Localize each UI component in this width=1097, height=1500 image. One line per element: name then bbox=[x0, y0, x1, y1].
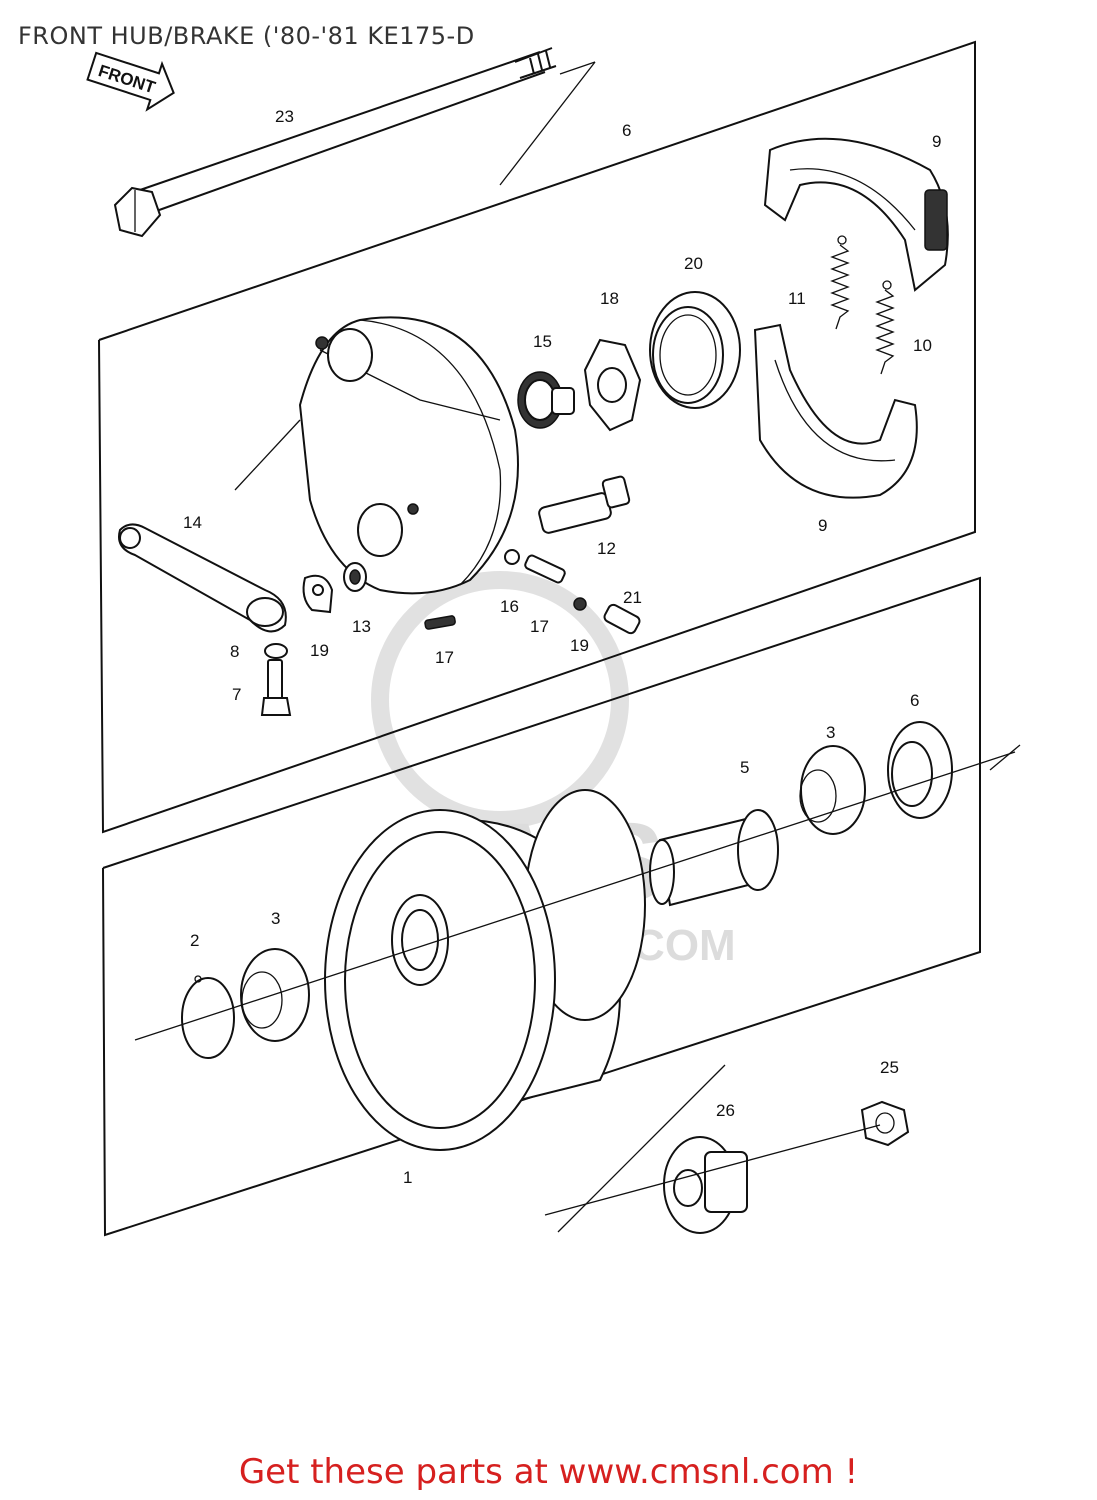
callout-20: 19 bbox=[310, 641, 329, 660]
front-arrow-icon: FRONT bbox=[86, 51, 175, 112]
callout-10: 10 bbox=[913, 336, 932, 355]
brake-shoe-upper bbox=[763, 137, 949, 292]
callout-labels: 23 6 9 20 18 11 15 10 9 14 12 21 16 13 1… bbox=[183, 107, 941, 1187]
brake-cam-12 bbox=[538, 475, 631, 534]
key-19 bbox=[424, 615, 456, 630]
nut-25 bbox=[860, 1100, 910, 1147]
spacer-4 bbox=[649, 809, 779, 907]
callout-5: 6 bbox=[910, 691, 919, 710]
oil-seal-5 bbox=[887, 721, 953, 819]
callout-2: 2 bbox=[190, 931, 199, 950]
page-title: FRONT HUB/BRAKE ('80-'81 KE175-D bbox=[18, 22, 475, 50]
callout-19: 17 bbox=[435, 648, 454, 667]
callout-11: 11 bbox=[788, 289, 806, 308]
axis-line bbox=[544, 1124, 881, 1216]
callout-3a: 3 bbox=[826, 723, 835, 742]
meter-pinion-group bbox=[504, 549, 641, 635]
seal-13 bbox=[343, 562, 367, 592]
washer-20 bbox=[302, 574, 334, 614]
callout-16: 17 bbox=[530, 617, 549, 636]
brake-shoe-lower bbox=[753, 323, 918, 499]
brake-panel-outline bbox=[98, 40, 976, 834]
bearing-3-left bbox=[240, 948, 310, 1042]
collar-26 bbox=[663, 1136, 748, 1234]
callout-1: 1 bbox=[403, 1168, 412, 1187]
hub bbox=[324, 789, 646, 1151]
callout-4: 5 bbox=[740, 758, 749, 777]
callout-24: 23 bbox=[275, 107, 294, 126]
callout-6: 6 bbox=[622, 121, 631, 140]
callout-12: 12 bbox=[597, 539, 616, 558]
meter-gear-15 bbox=[517, 371, 575, 429]
callout-3b: 3 bbox=[271, 909, 280, 928]
callout-22: 20 bbox=[684, 254, 703, 273]
axle bbox=[113, 47, 557, 238]
axis-line bbox=[134, 751, 1016, 1041]
callout-26: 26 bbox=[716, 1101, 735, 1120]
bolt-7 bbox=[260, 659, 292, 716]
leader-line bbox=[557, 1064, 726, 1233]
stopper-18 bbox=[583, 338, 642, 432]
cta-link[interactable]: Get these parts at www.cmsnl.com ! bbox=[238, 1452, 859, 1492]
leader-line bbox=[559, 61, 596, 75]
spring-11 bbox=[830, 235, 850, 330]
brake-panel bbox=[298, 316, 519, 595]
spring-10 bbox=[875, 280, 895, 375]
leader-line bbox=[989, 744, 1021, 771]
callout-23: 21 bbox=[623, 588, 642, 607]
bearing-3-right bbox=[799, 745, 866, 835]
brake-lever-14 bbox=[118, 523, 287, 633]
callout-25: 25 bbox=[880, 1058, 899, 1077]
washer-8 bbox=[264, 643, 288, 659]
leader-line bbox=[499, 61, 596, 186]
leader-line bbox=[234, 419, 301, 491]
callout-14: 14 bbox=[183, 513, 202, 532]
callout-9b: 9 bbox=[818, 516, 827, 535]
callout-8: 8 bbox=[230, 642, 239, 661]
oil-seal-22 bbox=[649, 291, 741, 409]
hub-panel-outline bbox=[102, 576, 981, 1237]
circlip-2 bbox=[181, 975, 235, 1059]
callout-17: 16 bbox=[500, 597, 519, 616]
callout-13: 13 bbox=[352, 617, 371, 636]
callout-7: 7 bbox=[232, 685, 241, 704]
callout-21: 19 bbox=[570, 636, 589, 655]
callout-15: 15 bbox=[533, 332, 552, 351]
callout-18: 18 bbox=[600, 289, 619, 308]
callout-9: 9 bbox=[932, 132, 941, 151]
